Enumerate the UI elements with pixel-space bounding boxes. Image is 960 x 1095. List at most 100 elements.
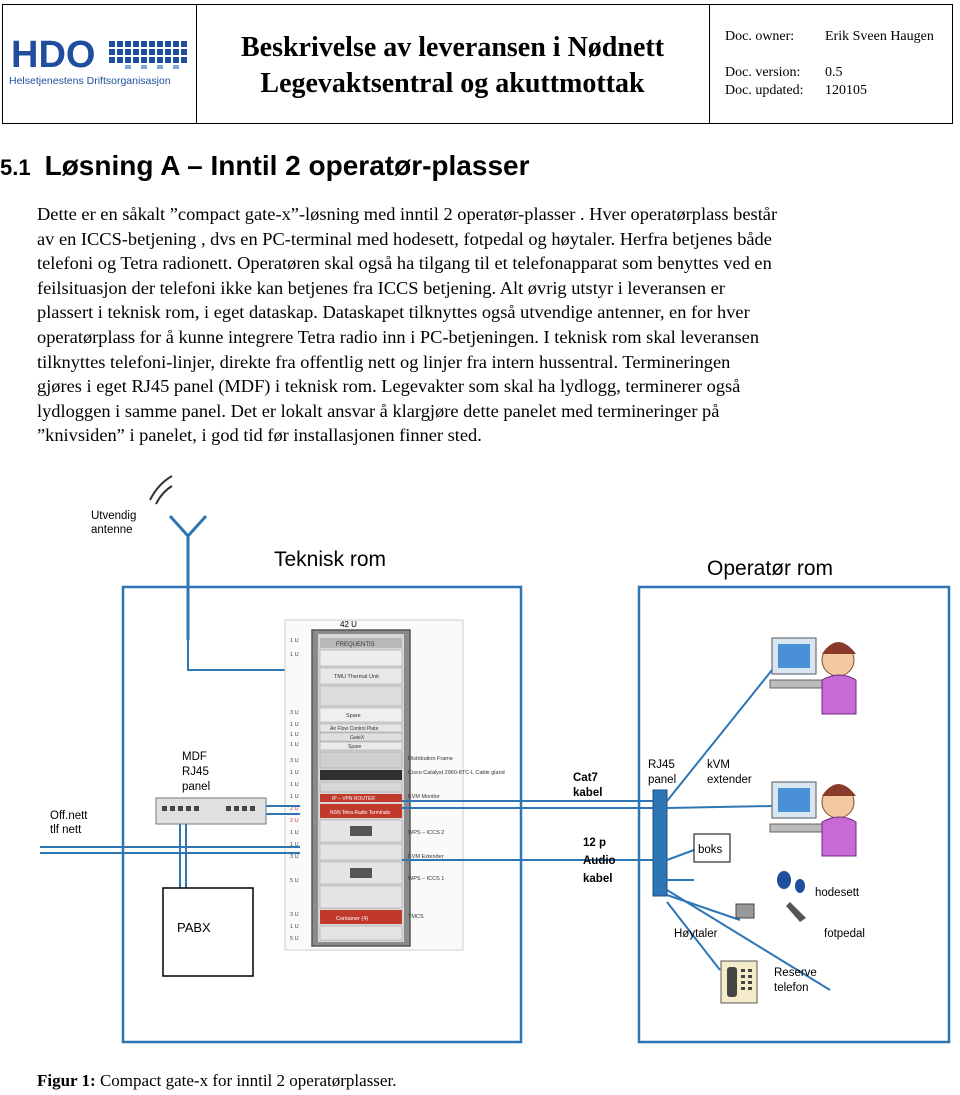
rack-item: NSN Tetra Radio Terminals	[330, 810, 391, 816]
rack-item: IP – VPN ROUTER	[332, 796, 375, 802]
speaker-icon	[735, 903, 755, 919]
network-diagram: Utvendig antenne Teknisk rom Operatør ro…	[40, 475, 951, 1044]
rack-side-label: WPS – ICCS 1	[408, 876, 444, 882]
rack-unit-label: 1 U	[290, 742, 299, 748]
doc-version-label: Doc. version:	[725, 65, 801, 80]
boks-box	[693, 833, 731, 863]
rack-side-label: TMCS	[408, 914, 424, 920]
pabx-box	[162, 887, 254, 977]
mdf-panel-icon	[155, 797, 267, 825]
logo-cell: HDO Helsetjenestens Driftsorganisasjon	[3, 5, 197, 123]
kvm-label-line1: kVM	[707, 759, 730, 771]
doc-updated-value: 120105	[825, 83, 867, 98]
reserve-label-line2: telefon	[774, 982, 809, 994]
rack-unit-label: 3 U	[290, 710, 299, 716]
rack-unit-label: 1 U	[290, 782, 299, 788]
rack-unit-label: 2 U	[290, 806, 299, 812]
body-line: av en ICCS-betjening , dvs en PC-termina…	[37, 228, 772, 249]
audio-label-line2: Audio	[583, 855, 616, 867]
rack-item: GateX	[350, 735, 365, 741]
section-heading: 5.1 Løsning A – Inntil 2 operatør-plasser	[0, 150, 529, 182]
rack-unit-label: 1 U	[290, 830, 299, 836]
doc-owner-value: Erik Sveen Haugen	[825, 29, 934, 44]
rj45-panel-icon	[652, 789, 668, 897]
rack-side-label: Distribution Frame	[408, 756, 453, 762]
hodesett-label: hodesett	[815, 887, 860, 899]
rack-unit-label: 2 U	[290, 818, 299, 824]
teknisk-rom-label: Teknisk rom	[274, 548, 386, 571]
section-title: Løsning A – Inntil 2 operatør-plasser	[44, 150, 530, 181]
rack-unit-label: 3 U	[290, 854, 299, 860]
rack-side-label: KVM Extender	[408, 854, 444, 860]
cat7-label-line1: Cat7	[573, 772, 598, 784]
fotpedal-label: fotpedal	[824, 928, 865, 940]
rack-unit-label: 1 U	[290, 652, 299, 658]
rack-unit-label: 3 U	[290, 912, 299, 918]
doc-version-value: 0.5	[825, 65, 843, 80]
body-line: operatørplass for å kunne integrere Tetr…	[37, 326, 760, 347]
pabx-label: PABX	[177, 920, 211, 935]
doc-owner-label: Doc. owner:	[725, 29, 795, 44]
offnett-label-line1: Off.nett	[50, 810, 88, 822]
rack-unit-label: 1 U	[290, 638, 299, 644]
operator-rom-label: Operatør rom	[707, 557, 833, 580]
figure-caption-label: Figur 1:	[37, 1071, 96, 1090]
operator-rom-box	[637, 585, 951, 1044]
headset-icon	[777, 871, 805, 893]
title-cell: Beskrivelse av leveransen i Nødnett Lege…	[196, 5, 710, 123]
signal-waves-icon	[149, 475, 173, 505]
rack-unit-label: 1 U	[290, 842, 299, 848]
hoytaler-label: Høytaler	[674, 928, 718, 940]
body-paragraph: Dette er en såkalt ”compact gate-x”-løsn…	[37, 202, 927, 448]
hdo-logo: HDO	[11, 39, 187, 76]
rack-side-label: WPS – ICCS 2	[408, 830, 444, 836]
doc-updated-label: Doc. updated:	[725, 83, 804, 98]
rack-unit-label: 1 U	[290, 794, 299, 800]
rack-unit-label: 1 U	[290, 722, 299, 728]
telephone-icon	[720, 960, 758, 1004]
document-title-line1: Beskrivelse av leveransen i Nødnett	[240, 32, 665, 63]
rack-unit-label: 1 U	[290, 732, 299, 738]
server-rack: 42 U FREQUENTIS TMU Thermal Unit Spare A…	[284, 619, 505, 951]
rack-side-label: KVM Monitor	[408, 794, 440, 800]
mdf-label-line1: MDF	[182, 751, 207, 763]
figure-caption-text: Compact gate-x for inntil 2 operatørplas…	[99, 1071, 397, 1090]
logo-subtitle: Helsetjenestens Driftsorganisasjon	[9, 75, 171, 87]
antenna-label-line2: antenne	[91, 524, 133, 536]
antenna-icon	[168, 514, 208, 640]
operator-workstation-icon	[769, 781, 857, 857]
rack-item: Spare	[348, 744, 362, 750]
rack-unit-label: 1 U	[290, 924, 299, 930]
rack-top-label: 42 U	[340, 620, 357, 629]
rack-item: Air Flow Control Plate	[330, 726, 379, 732]
reserve-label-line1: Reserve	[774, 967, 817, 979]
offnett-label-line2: tlf nett	[50, 824, 82, 836]
body-line: telefoni og Tetra radionett. Operatøren …	[37, 253, 772, 274]
rack-item: TMU Thermal Unit	[334, 674, 379, 680]
cat7-label-line2: kabel	[573, 787, 602, 799]
audio-label-line1: 12 p	[583, 837, 606, 849]
body-line: gjøres i eget RJ45 panel (MDF) i teknisk…	[37, 376, 741, 397]
foot-pedal-icon	[786, 902, 806, 922]
body-line: tilknyttes telefoni-linjer, direkte fra …	[37, 351, 731, 372]
body-line: ”knivsiden” i panelet, i god tid før ins…	[37, 425, 482, 446]
rj45-label-line2: panel	[648, 774, 676, 786]
logo-text: HDO	[11, 39, 95, 76]
rack-item: FREQUENTIS	[336, 642, 375, 648]
rack-item: Container (4)	[336, 916, 368, 922]
audio-label-line3: kabel	[583, 873, 612, 885]
mdf-label-line2: RJ45	[182, 766, 209, 778]
rj45-label-line1: RJ45	[648, 759, 675, 771]
body-line: plassert i teknisk rom, i eget dataskap.…	[37, 302, 750, 323]
figure-caption: Figur 1: Compact gate-x for inntil 2 ope…	[37, 1071, 396, 1091]
rack-side-label: Cisco Catalyst 2960-8TC-L Cable gland	[408, 770, 505, 776]
section-number: 5.1	[0, 155, 31, 180]
rack-item: Spare	[346, 713, 361, 719]
body-line: Dette er en såkalt ”compact gate-x”-løsn…	[37, 204, 778, 224]
rack-unit-label: 5 U	[290, 936, 299, 942]
boks-label: boks	[698, 844, 723, 856]
rack-unit-label: 3 U	[290, 758, 299, 764]
antenna-label-line1: Utvendig	[91, 510, 136, 522]
mdf-label-line3: panel	[182, 781, 210, 793]
rack-unit-label: 5 U	[290, 878, 299, 884]
